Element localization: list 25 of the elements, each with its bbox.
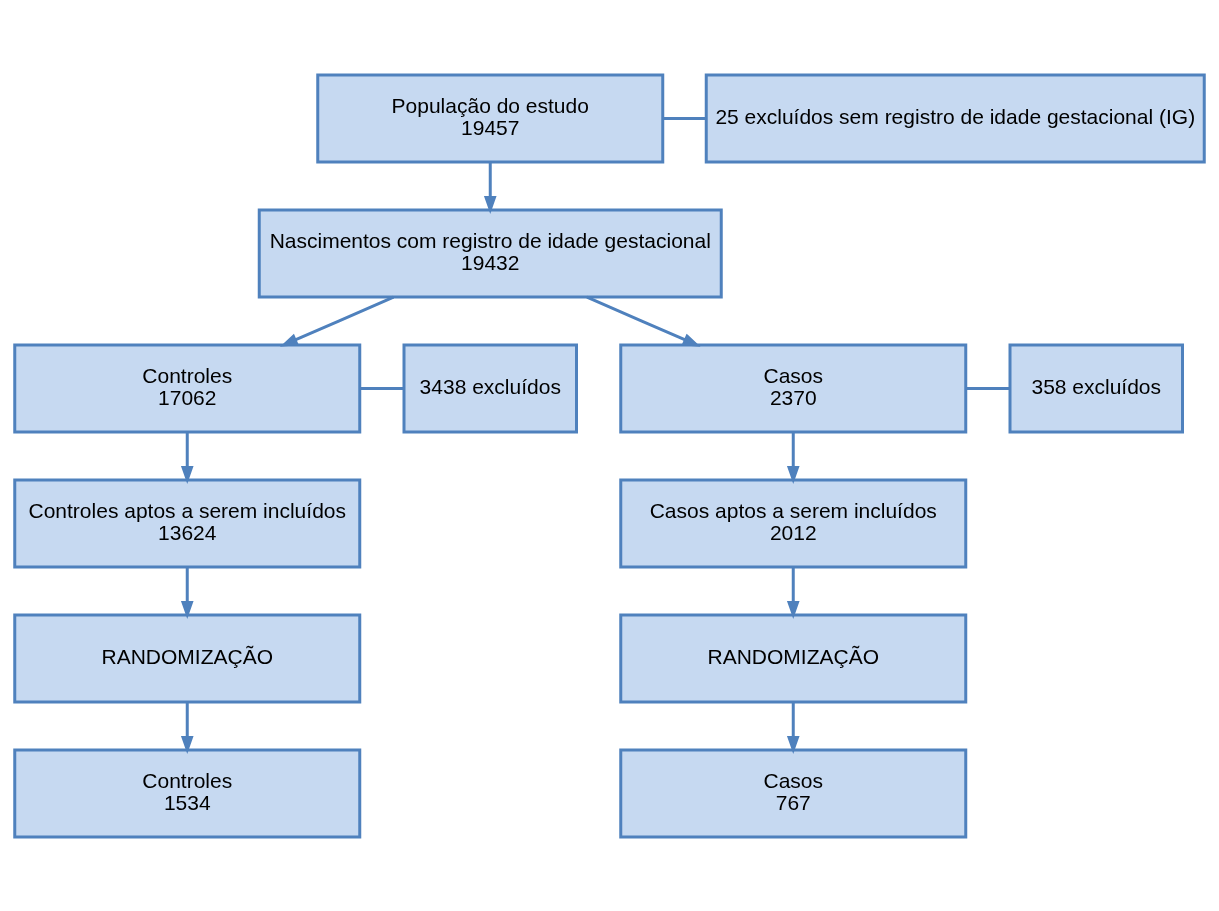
node-box: 3438 excluídos	[402, 343, 578, 433]
arrow	[180, 702, 194, 754]
arrow	[586, 295, 701, 347]
node-box: 25 excluídos sem registro de idade gestacional (IG)	[704, 73, 1206, 163]
node-box: Controles 1534	[13, 748, 362, 838]
node-box: 358 excluídos	[1008, 343, 1184, 433]
arrow	[786, 702, 800, 754]
node-box: Casos 2370	[619, 343, 968, 433]
node-box: RANDOMIZAÇÃO	[13, 613, 362, 703]
node-box: Controles aptos a serem incluídos 13624	[13, 478, 362, 568]
node-box: Nascimentos com registro de idade gestacional 19432	[257, 208, 723, 298]
arrow	[483, 162, 497, 214]
node-box: RANDOMIZAÇÃO	[619, 613, 968, 703]
arrow	[279, 295, 395, 347]
arrow	[180, 432, 194, 484]
node-box: Casos aptos a serem incluídos 2012	[619, 478, 968, 568]
connector	[662, 116, 707, 120]
arrow	[786, 432, 800, 484]
arrow	[786, 567, 800, 619]
arrow	[180, 567, 194, 619]
node-box: Casos 767	[619, 748, 968, 838]
node-box: População do estudo 19457	[316, 73, 665, 163]
connector	[966, 386, 1010, 390]
connector	[360, 386, 404, 390]
node-box: Controles 17062	[13, 343, 362, 433]
